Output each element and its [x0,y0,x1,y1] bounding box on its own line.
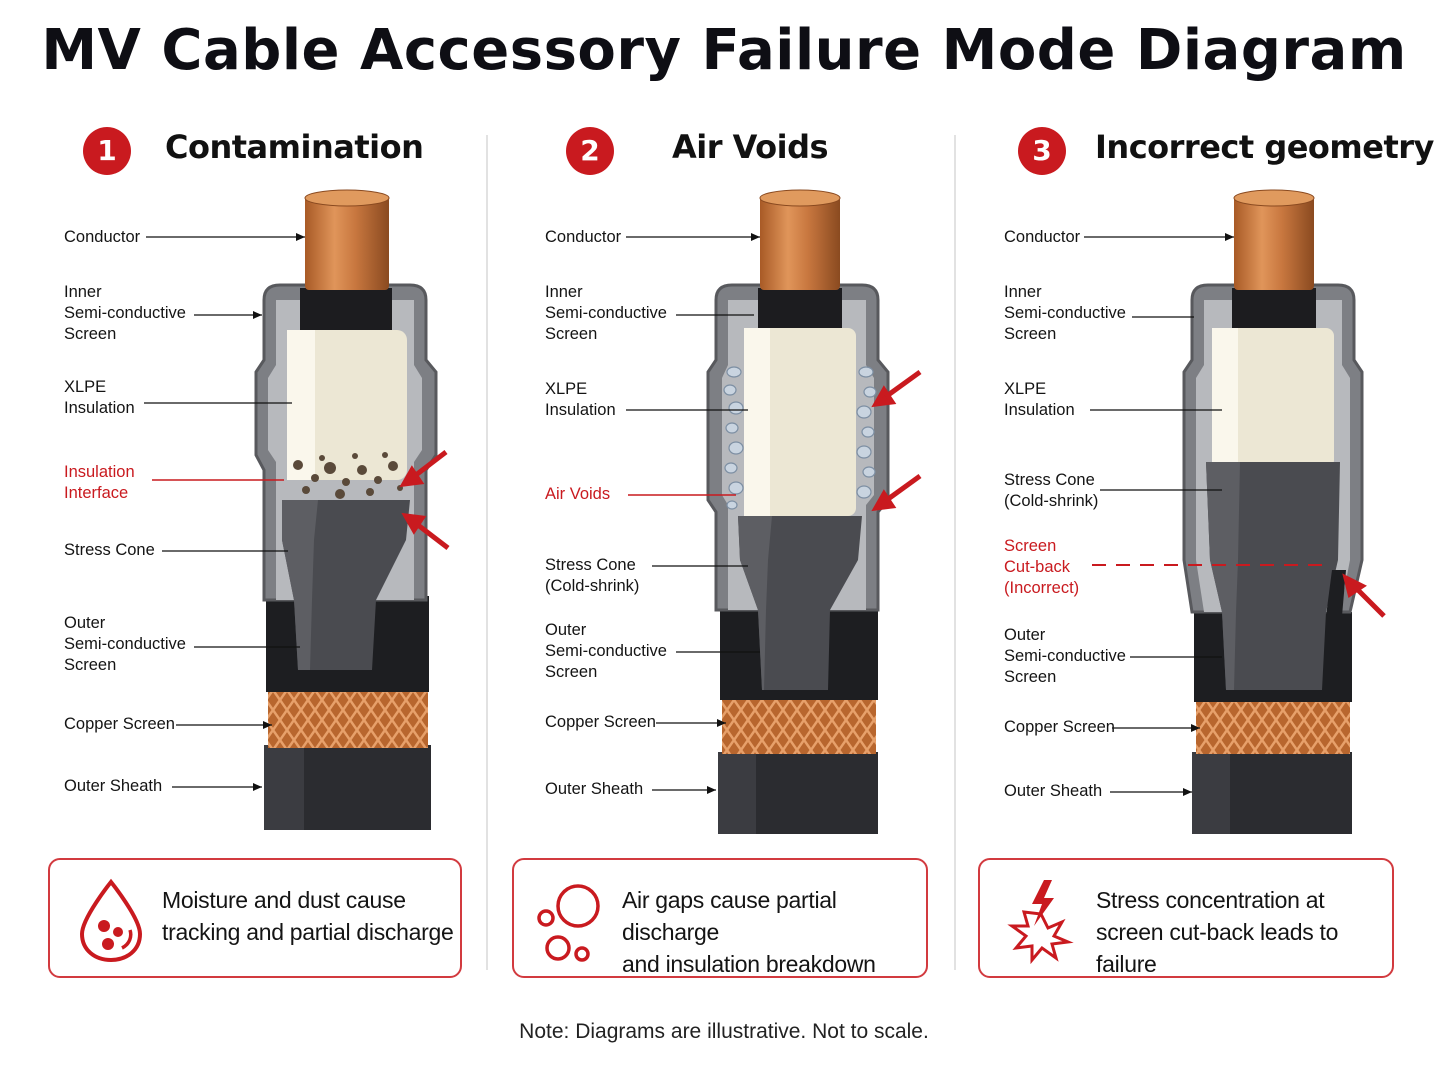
callout-contamination: Moisture and dust cause tracking and par… [48,858,462,978]
xlpe-insulation [287,330,407,480]
label-conductor: Conductor [1004,228,1081,246]
cable-cross-section-air-voids [626,189,922,834]
label-inner-semicon: Inner Semi-conductive Screen [545,283,667,343]
bubbles-icon [537,884,600,962]
leader-arrowheads [253,233,305,791]
screen-cutback-gap [1326,570,1346,616]
cable-illustration [1182,189,1364,834]
label-stress-cone: Stress Cone [64,541,155,559]
panel-contamination: 1 Contamination [0,0,482,1086]
label-copper-screen: Copper Screen [1004,718,1115,736]
divider-1 [486,135,488,970]
stress-cone [738,516,862,690]
stress-cone [1206,462,1340,690]
panel-air-voids: 2 Air Voids [482,0,964,1086]
label-outer-sheath: Outer Sheath [545,780,644,798]
label-xlpe: XLPE Insulation [1004,380,1075,419]
air-void-bubbles [723,366,877,510]
leader-lines [626,236,760,791]
label-screen-cutback: Screen Cut-back (Incorrect) [1004,537,1080,597]
cable-cross-section-incorrect-geometry [1084,189,1386,834]
callout-text: Moisture and dust cause tracking and par… [162,887,454,945]
label-outer-semicon: Outer Semi-conductive Screen [64,614,186,674]
panel-incorrect-geometry: 3 Incorrect geometry [954,0,1436,1086]
leader-arrowheads [1183,233,1234,796]
panel-number-badge: 1 [83,127,131,175]
contamination-particles [293,452,403,499]
label-conductor: Conductor [545,228,622,246]
panel-heading: Incorrect geometry [1095,128,1434,166]
label-inner-semicon: Inner Semi-conductive Screen [1004,283,1126,343]
lightning-burst-icon [1007,880,1074,964]
copper-screen [722,698,876,754]
callout-air-voids: Air gaps cause partial discharge and ins… [512,858,928,978]
label-stress-cone: Stress Cone (Cold-shrink) [1004,471,1099,510]
leader-lines [144,236,305,788]
label-xlpe: XLPE Insulation [64,378,135,417]
stress-cone [282,500,410,670]
label-inner-semicon: Inner Semi-conductive Screen [64,283,186,343]
cable-illustration [706,189,890,834]
label-insulation-interface: Insulation Interface [64,463,135,502]
xlpe-insulation [744,328,856,516]
label-outer-sheath: Outer Sheath [1004,782,1103,800]
conductor [760,196,840,290]
label-air-voids: Air Voids [545,485,611,503]
cable-illustration [254,189,438,830]
label-outer-semicon: Outer Semi-conductive Screen [545,621,667,681]
inner-semicon-screen [300,288,392,336]
inner-semicon-screen [1232,288,1316,334]
label-outer-semicon: Outer Semi-conductive Screen [1004,626,1126,686]
panel-number-badge: 3 [1018,127,1066,175]
failure-arrows [399,450,450,550]
label-conductor: Conductor [64,228,141,246]
conductor [1234,196,1314,290]
divider-2 [954,135,956,970]
page-title: MV Cable Accessory Failure Mode Diagram [41,18,1407,83]
leader-lines [1084,236,1234,793]
label-xlpe: XLPE Insulation [545,380,616,419]
conductor [305,196,389,290]
panel-heading: Contamination [165,128,424,166]
callout-text: Air gaps cause partial discharge and ins… [622,887,876,977]
xlpe-insulation [1212,328,1334,468]
callout-incorrect-geometry: Stress concentration at screen cut-back … [978,858,1394,978]
label-outer-sheath: Outer Sheath [64,777,163,795]
failure-arrows [1342,573,1386,618]
cable-cross-section-contamination [144,189,450,830]
panel-number-badge: 2 [566,127,614,175]
inner-semicon-screen [758,288,842,334]
label-copper-screen: Copper Screen [545,713,656,731]
callout-text: Stress concentration at screen cut-back … [1096,887,1339,977]
leader-arrowheads [707,233,760,794]
failure-arrows [871,369,922,512]
water-drop-icon [79,878,143,963]
footnote: Note: Diagrams are illustrative. Not to … [519,1020,929,1043]
copper-screen [268,690,428,748]
label-copper-screen: Copper Screen [64,715,175,733]
copper-screen [1196,700,1350,754]
label-stress-cone: Stress Cone (Cold-shrink) [545,556,640,595]
panel-heading: Air Voids [672,128,829,166]
